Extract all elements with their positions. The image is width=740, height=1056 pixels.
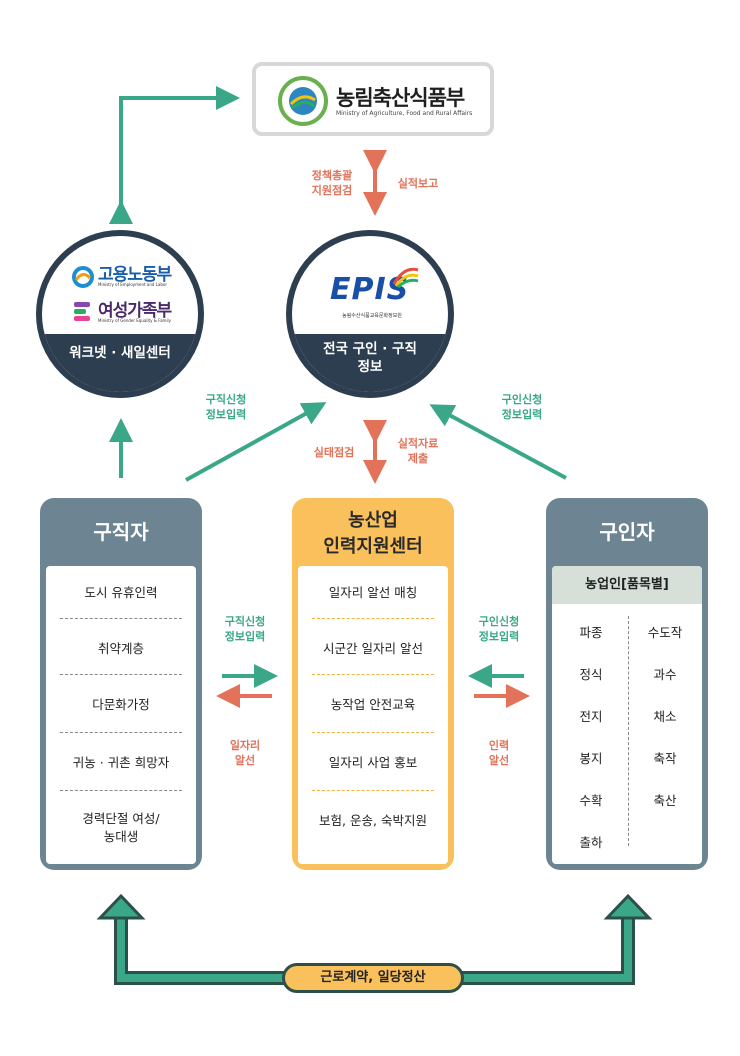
submit-label-line1: 실적자료: [397, 437, 439, 450]
epis-circle: EPIS 농림수산식품교육문화정보원 전국 구인 · 구직 정보: [286, 230, 454, 398]
ministry-workneet-arrow: [109, 86, 240, 224]
gender-ministry-logo-icon: [74, 302, 90, 321]
left-job-label: 일자리 알선: [212, 738, 278, 768]
hire-info-line2: 정보입력: [501, 408, 543, 421]
crop-item: 파종: [579, 625, 603, 640]
left-job-line2: 알선: [234, 754, 256, 767]
seek-info-line2: 정보입력: [205, 408, 247, 421]
list-item: 일자리 알선 매칭: [328, 585, 418, 600]
divider: [60, 618, 182, 619]
crop-item: 수도작: [647, 625, 683, 640]
divider: [60, 732, 182, 733]
workneet-band: 워크넷 · 새일센터: [42, 334, 198, 392]
gender-ministry-sub: Ministry of Gender Equality & Family: [98, 318, 172, 323]
employers-epis-arrow: [429, 404, 567, 480]
policy-label-line1: 정책총괄: [311, 169, 353, 182]
employers-list: 농업인[품목별] 파종 정식 전지 봉지 수확 출하 수도작 과수 채소 축작 …: [552, 566, 702, 864]
list-item-line2: 농대생: [103, 829, 139, 844]
hire-info-label: 구인신청 정보입력: [490, 392, 554, 422]
list-item: 귀농 · 귀촌 희망자: [72, 755, 170, 770]
crop-item: 출하: [579, 835, 603, 850]
crop-item: 수확: [579, 793, 603, 808]
epis-subtitle: 농림수산식품교육문화정보원: [342, 313, 402, 319]
divider: [312, 790, 434, 791]
divider: [312, 618, 434, 619]
labor-ministry-logo-icon: [72, 266, 94, 288]
job-seekers-list: 도시 유휴인력 취약계층 다문화가정 귀농 · 귀촌 희망자 경력단절 여성/ …: [46, 566, 196, 864]
support-center-list: 일자리 알선 매칭 시군간 일자리 알선 농작업 안전교육 일자리 사업 홍보 …: [298, 566, 448, 864]
seek-info-line1: 구직신청: [205, 393, 247, 406]
support-center-title-line2: 인력지원센터: [323, 536, 423, 557]
list-item: 다문화가정: [92, 697, 150, 712]
right-hire-line1: 구인신청: [478, 615, 520, 628]
crop-item: 축산: [653, 793, 677, 808]
crop-item: 정식: [579, 667, 603, 682]
epis-label-line2: 정보: [357, 359, 383, 375]
workneet-circle: 고용노동부 Ministry of Employment and Labor 여…: [36, 230, 204, 398]
epis-label-line1: 전국 구인 · 구직: [323, 341, 417, 357]
submit-label: 실적자료 제출: [386, 436, 450, 466]
crop-item: 채소: [653, 709, 677, 724]
column-divider: [628, 616, 629, 846]
gender-ministry-name: 여성가족부: [98, 301, 172, 321]
submit-label-line2: 제출: [407, 452, 429, 465]
left-seek-label: 구직신청 정보입력: [212, 614, 278, 644]
list-item: 도시 유휴인력: [84, 585, 158, 600]
seekers-epis-arrow: [185, 402, 327, 482]
employers-box: 구인자 농업인[품목별] 파종 정식 전지 봉지 수확 출하 수도작 과수 채소…: [546, 498, 708, 870]
divider: [312, 674, 434, 675]
list-item-line1: 경력단절 여성/: [82, 811, 160, 826]
hire-info-line1: 구인신청: [501, 393, 543, 406]
ministry-subtitle: Ministry of Agriculture, Food and Rural …: [336, 110, 473, 117]
left-seek-line2: 정보입력: [224, 630, 266, 643]
ministry-emblem-icon: [278, 76, 328, 126]
workneet-label: 워크넷 · 새일센터: [69, 345, 171, 361]
inspect-label: 실태점검: [313, 446, 355, 459]
divider: [60, 674, 182, 675]
employers-header: 농업인[품목별]: [552, 566, 702, 604]
seek-info-label: 구직신청 정보입력: [194, 392, 258, 422]
right-hire-line2: 정보입력: [478, 630, 520, 643]
support-center-title: 농산업 인력지원센터: [292, 500, 454, 568]
labor-ministry-name: 고용노동부: [98, 265, 172, 285]
right-job-line1: 인력: [488, 739, 510, 752]
labor-ministry-sub: Ministry of Employment and Labor: [98, 282, 167, 287]
crop-item: 봉지: [579, 751, 603, 766]
policy-label: 정책총괄 지원점검: [300, 168, 364, 198]
right-hire-label: 구인신청 정보입력: [466, 614, 532, 644]
employers-title: 구인자: [599, 520, 655, 544]
list-item: 일자리 사업 홍보: [328, 755, 418, 770]
policy-label-line2: 지원점검: [311, 184, 353, 197]
crop-item: 과수: [653, 667, 677, 682]
left-job-line1: 일자리: [229, 739, 261, 752]
list-item: 취약계층: [97, 641, 144, 656]
divider: [60, 790, 182, 791]
ministry-name: 농림축산식품부: [336, 86, 465, 110]
list-item: 보험, 운송, 숙박지원: [319, 813, 427, 828]
epis-swoosh-icon: [392, 267, 419, 288]
support-center-title-line1: 농산업: [348, 510, 398, 531]
ministry-box: 농림축산식품부 Ministry of Agriculture, Food an…: [252, 62, 494, 136]
epis-band: 전국 구인 · 구직 정보: [292, 334, 448, 392]
divider: [312, 732, 434, 733]
job-seekers-box: 구직자 도시 유휴인력 취약계층 다문화가정 귀농 · 귀촌 희망자 경력단절 …: [40, 498, 202, 870]
list-item: 시군간 일자리 알선: [323, 641, 423, 656]
job-seekers-title: 구직자: [93, 520, 149, 544]
crop-item: 전지: [579, 709, 603, 724]
left-seek-line1: 구직신청: [224, 615, 266, 628]
contract-pill: 근로계약, 일당정산: [282, 963, 464, 993]
list-item: 농작업 안전교육: [330, 697, 416, 712]
right-job-line2: 알선: [488, 754, 510, 767]
right-job-label: 인력 알선: [466, 738, 532, 768]
epis-logo: EPIS: [330, 272, 410, 307]
crop-item: 축작: [653, 751, 677, 766]
support-center-box: 농산업 인력지원센터 일자리 알선 매칭 시군간 일자리 알선 농작업 안전교육…: [292, 498, 454, 870]
report-label: 실적보고: [397, 177, 439, 190]
